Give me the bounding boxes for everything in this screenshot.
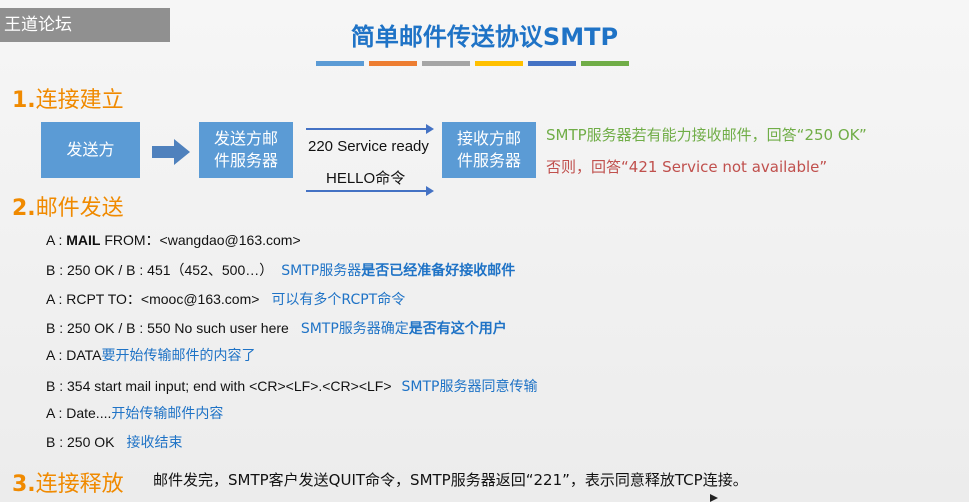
dialog-command: B : 250 OK / B : 451（452、500…）	[46, 262, 273, 278]
sender-server-label-line2: 件服务器	[213, 151, 278, 170]
color-bar	[369, 61, 417, 66]
section-heading-1: 1.连接建立	[12, 82, 124, 114]
dialog-command: A : DATA	[46, 347, 102, 363]
color-bar	[581, 61, 629, 66]
dialog-command: B : 250 OK / B : 550 No such user here	[46, 320, 289, 336]
color-bar	[528, 61, 576, 66]
color-bar	[475, 61, 523, 66]
dialog-note: 可以有多个RCPT命令	[271, 292, 405, 308]
arrow-line-bottom	[306, 186, 434, 196]
command-text: B : 250 OK	[46, 434, 115, 450]
section-label: 连接释放	[35, 472, 124, 497]
dialog-line: B : 354 start mail input; end with <CR><…	[46, 376, 537, 396]
command-text: B : 250 OK / B : 451（452、500…）	[46, 262, 274, 278]
command-text: A : RCPT TO：<mooc@163.com>	[46, 291, 260, 307]
command-text: A :	[46, 232, 67, 248]
note-250-ok: SMTP服务器若有能力接收邮件，回答“250 OK”	[546, 126, 867, 144]
color-bar	[422, 61, 470, 66]
dialog-command: A : Date....	[46, 405, 111, 421]
note-text: 要开始传输邮件的内容了	[101, 348, 256, 364]
note-emphasis: 是否已经准备好接收邮件	[361, 263, 516, 279]
dialog-line: B : 250 OK / B : 550 No such user here SM…	[46, 318, 507, 338]
cursor-arrow-icon	[710, 494, 718, 502]
command-text: A : DATA	[46, 347, 102, 363]
note-text: 开始传输邮件内容	[111, 406, 224, 422]
section-number: 1.	[12, 88, 36, 113]
section-heading-3: 3.连接释放	[12, 466, 124, 498]
sender-server-box: 发送方邮件服务器	[199, 122, 293, 178]
section-label: 连接建立	[35, 88, 124, 113]
dialog-line: B : 250 OK / B : 451（452、500…） SMTP服务器是否已…	[46, 260, 515, 280]
arrow-line-top	[306, 124, 434, 134]
dialog-note: SMTP服务器同意传输	[402, 379, 538, 395]
receiver-server-box: 接收方邮件服务器	[442, 122, 536, 178]
note-text: 可以有多个RCPT命令	[271, 292, 406, 308]
message-hello: HELLO命令	[326, 170, 406, 187]
dialog-line: A : DATA要开始传输邮件的内容了	[46, 345, 256, 365]
message-220: 220 Service ready	[308, 138, 429, 155]
section-number: 2.	[12, 196, 36, 221]
dialog-command: B : 250 OK	[46, 434, 114, 450]
section-heading-2: 2.邮件发送	[12, 190, 124, 222]
note-text: SMTP服务器同意传输	[401, 379, 538, 395]
command-text: B : 250 OK / B : 550 No such user here	[46, 320, 289, 336]
color-bar	[316, 61, 364, 66]
dialog-line: A : MAIL FROM：<wangdao@163.com>	[46, 230, 301, 250]
sender-box: 发送方	[41, 122, 140, 178]
note-text: 接收结束	[126, 435, 183, 451]
title-color-bars	[316, 61, 629, 66]
command-keyword: MAIL	[66, 232, 101, 248]
dialog-command: A : MAIL FROM：<wangdao@163.com>	[46, 232, 301, 248]
command-text: B : 354 start mail input; end with <CR><…	[46, 378, 392, 394]
sender-server-label-line1: 发送方邮	[213, 129, 278, 148]
section-label: 邮件发送	[35, 196, 124, 221]
note-text: SMTP服务器确定	[300, 321, 409, 337]
slide-title: 简单邮件传送协议SMTP	[350, 23, 619, 51]
watermark: 王道论坛	[0, 8, 170, 42]
connection-release-text: 邮件发完，SMTP客户发送QUIT命令，SMTP服务器返回“221”，表示同意释…	[153, 471, 748, 489]
dialog-command: B : 354 start mail input; end with <CR><…	[46, 378, 392, 394]
command-text: A : Date....	[46, 405, 112, 421]
section-number: 3.	[12, 472, 36, 497]
dialog-line: B : 250 OK 接收结束	[46, 432, 182, 452]
receiver-server-label-line1: 接收方邮	[456, 129, 521, 148]
dialog-note: 接收结束	[126, 435, 182, 451]
dialog-command: A : RCPT TO：<mooc@163.com>	[46, 291, 259, 307]
dialog-note: SMTP服务器是否已经准备好接收邮件	[281, 263, 515, 279]
sender-label: 发送方	[66, 140, 115, 159]
dialog-note: SMTP服务器确定是否有这个用户	[301, 321, 507, 337]
dialog-line: A : RCPT TO：<mooc@163.com> 可以有多个RCPT命令	[46, 289, 405, 309]
note-421: 否则，回答“421 Service not available”	[546, 158, 828, 176]
note-text: SMTP服务器	[281, 263, 362, 279]
right-arrow-icon	[152, 139, 190, 165]
dialog-note: 要开始传输邮件的内容了	[102, 348, 256, 364]
dialog-line: A : Date....开始传输邮件内容	[46, 403, 223, 423]
dialog-note: 开始传输邮件内容	[111, 406, 223, 422]
receiver-server-label-line2: 件服务器	[456, 151, 521, 170]
command-text: FROM：<wangdao@163.com>	[100, 232, 301, 248]
note-emphasis: 是否有这个用户	[408, 321, 507, 337]
